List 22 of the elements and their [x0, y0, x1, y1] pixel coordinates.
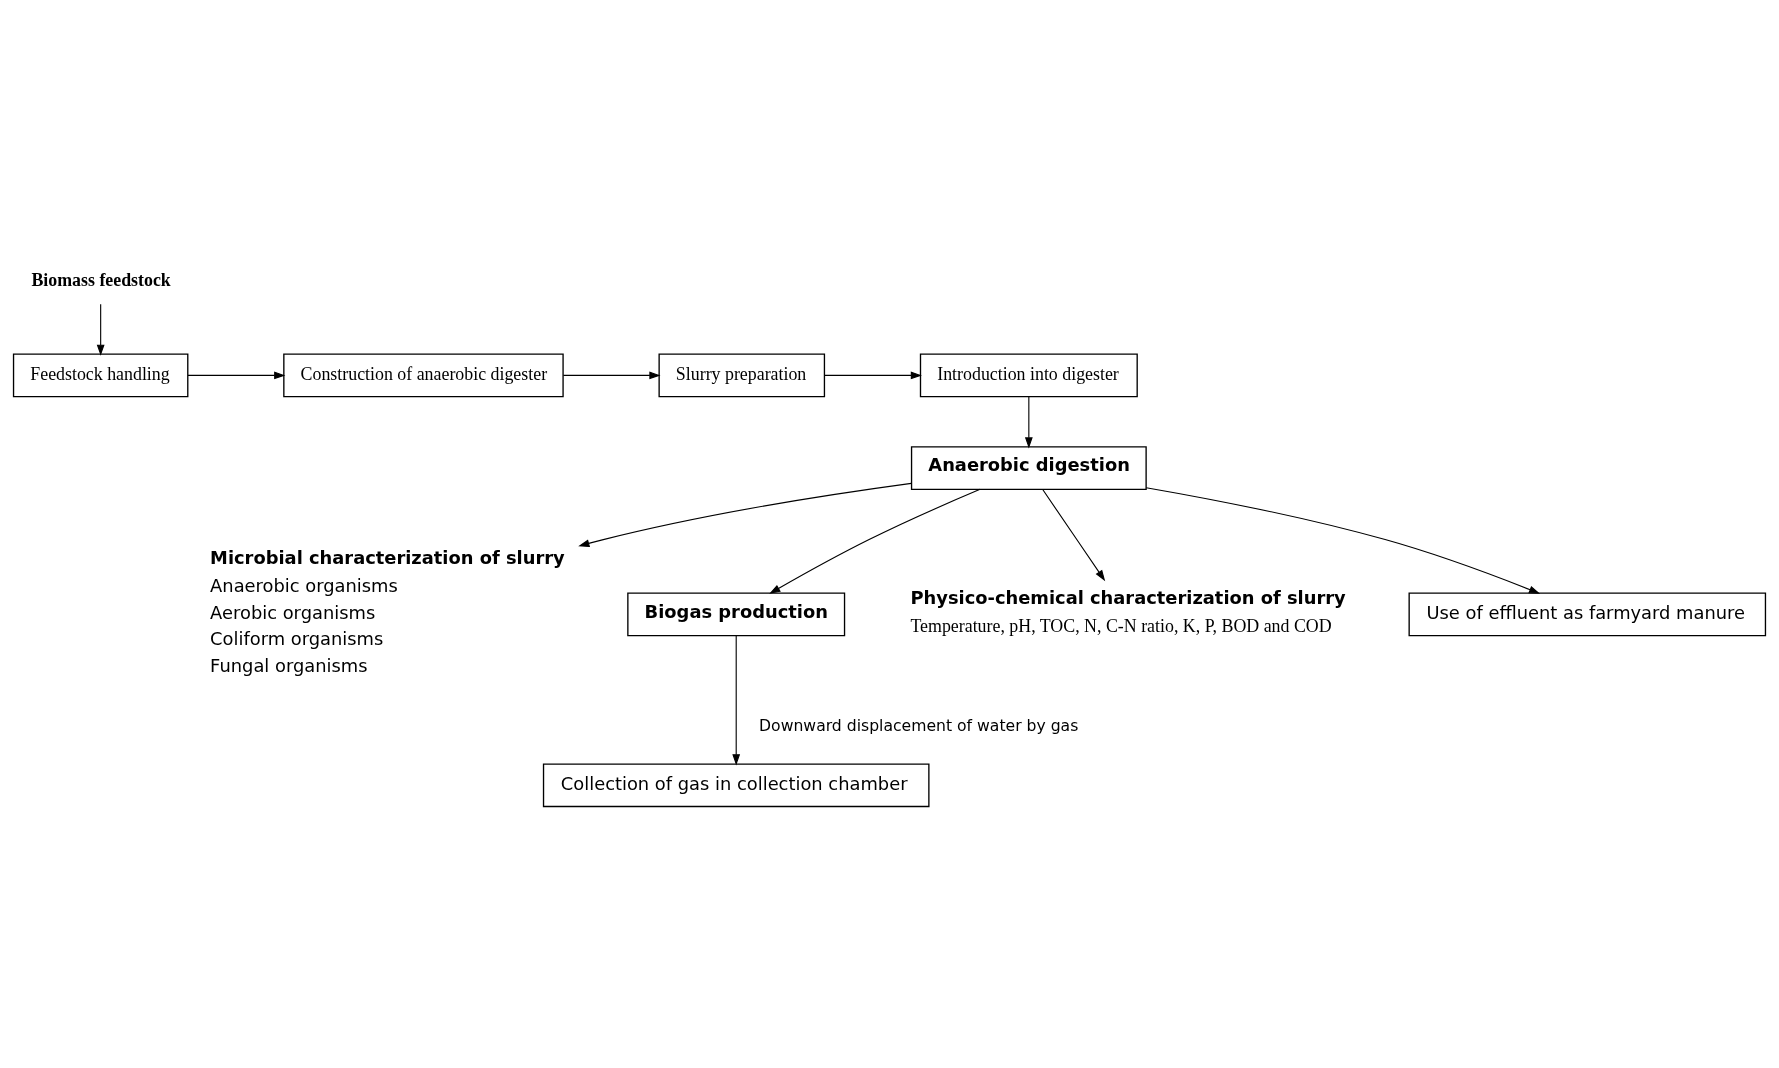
- node-text: Microbial characterization of slurry Anaerobic organisms Aerobic organisms Coliform organisms Fungal organisms: [210, 546, 565, 677]
- arrow: [187, 371, 286, 380]
- node-box: Slurry preparation: [658, 353, 826, 398]
- node-box: Introduction into digester: [919, 353, 1138, 398]
- node-box: Construction of anaerobic digester: [283, 353, 564, 398]
- arrow: [1042, 489, 1106, 582]
- node-box: Use of effluent as farmyard manure: [1408, 592, 1767, 637]
- edge-label: Downward displacement of water by gas: [759, 716, 1079, 736]
- node-box: Biogas production: [627, 592, 846, 637]
- arrow: [732, 635, 741, 766]
- node-box: Collection of gas in collection chamber: [542, 763, 930, 808]
- arrow: [562, 371, 661, 380]
- arrow: [769, 488, 981, 594]
- node-box: Feedstock handling: [12, 353, 189, 398]
- node-box: Anaerobic digestion: [910, 446, 1147, 490]
- arrow: [1145, 487, 1541, 594]
- arrow: [578, 482, 912, 548]
- arrow: [823, 371, 922, 380]
- node-text: Biomass feedstock: [31, 269, 171, 290]
- arrow: [96, 303, 105, 356]
- node-text: Physico-chemical characterization of slurry Temperature, pH, TOC, N, C-N ratio, K, P, BOD and COD: [910, 587, 1346, 637]
- arrow: [1024, 396, 1033, 449]
